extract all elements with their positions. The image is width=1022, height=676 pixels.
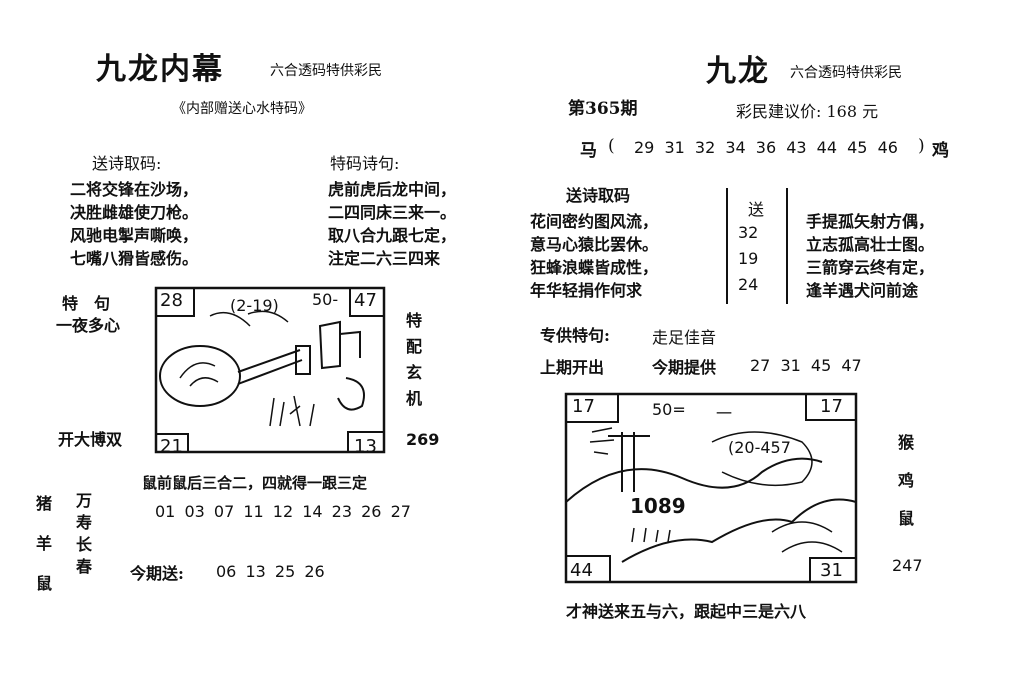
special-poem: 虎前虎后龙中间， 二四同床三来一。 取八合九跟七定， 注定二六三四来 (328, 178, 456, 270)
today-numbers: 06 13 25 26 (216, 562, 325, 581)
left-subtitle: 六合透码特供彩民 (270, 63, 382, 79)
send-poem-heading: 送诗取码: (92, 154, 162, 173)
right-corner-bl: 44 (570, 560, 593, 581)
rat-line: 鼠前鼠后三合二，四就得一跟三定 (142, 474, 368, 492)
longevity-char: 春 (76, 557, 93, 576)
zodiac-char: 猪 (36, 494, 53, 513)
send-poem-line: 决胜雌雄使刀枪。 (70, 203, 199, 222)
left-numbers: 01 03 07 11 12 14 23 26 27 (155, 502, 411, 521)
send-poem-line: 二将交锋在沙场， (70, 180, 199, 199)
right-special-text: 走足佳音 (652, 328, 717, 347)
horse-row-end: 鸡 (932, 141, 949, 161)
provide-numbers: 27 31 45 47 (750, 356, 862, 375)
special-poem-line: 注定二六三四来 (328, 249, 441, 268)
special-poem-line: 二四同床三来一。 (328, 203, 457, 222)
right-poem-left: 花间密约图风流， 意马心猿比罢休。 狂蜂浪蝶皆成性， 年华轻捐作何求 (530, 210, 658, 302)
horse-row-numbers: 29 31 32 34 36 43 44 45 46 (634, 138, 898, 157)
left-corner-br: 13 (354, 436, 377, 457)
horse-row-close: ) (918, 136, 925, 156)
poem-line: 年华轻捐作何求 (530, 281, 643, 300)
left-scribble-b: 50- (312, 290, 339, 309)
poem-line: 逢羊遇犬问前途 (806, 281, 919, 300)
special-poem-heading: 特码诗句: (330, 154, 400, 173)
send-box (726, 188, 788, 304)
longevity-char: 长 (76, 535, 93, 554)
poem-line: 立志孤高壮士图。 (806, 235, 935, 254)
right-subtitle: 六合透码特供彩民 (790, 65, 902, 81)
send-box-values: 32 19 24 (738, 220, 758, 298)
longevity-vertical: 万 寿 长 春 (76, 490, 92, 578)
poem-line: 手提孤矢射方偶， (806, 212, 935, 231)
right-scribble-b: 一 (716, 404, 733, 423)
send-value: 24 (738, 275, 759, 294)
right-corner-br: 31 (820, 560, 843, 581)
right-special-label: 专供特句: (540, 326, 610, 345)
right-corner-tr: 17 (820, 396, 843, 417)
left-title: 九龙内幕 (96, 52, 224, 87)
poem-line: 花间密约图风流， (530, 212, 659, 231)
bet-text: 开大博双 (58, 430, 123, 449)
mystery-vertical: 特 配 玄 机 (406, 308, 422, 412)
last-issue-label: 上期开出 (540, 358, 605, 377)
right-scribble-d: 1089 (630, 494, 686, 518)
left-scribble-a: (2-19) (230, 296, 279, 315)
right-title: 九龙 (706, 54, 770, 89)
left-hand-drawn-picture (154, 286, 386, 454)
mystery-char: 特 (406, 311, 423, 330)
left-zodiacs: 猪 羊 鼠 (36, 484, 52, 604)
mystery-char: 玄 (406, 363, 423, 382)
send-value: 19 (738, 249, 759, 268)
left-corner-tr: 47 (354, 290, 377, 311)
left-corner-bl: 21 (160, 436, 183, 457)
price: 彩民建议价: 168 元 (736, 102, 879, 121)
provide-label: 今期提供 (652, 358, 717, 377)
issue-number: 第365期 (568, 99, 638, 119)
zodiac-char: 羊 (36, 534, 53, 553)
special-phrase-heading: 特 句 (62, 294, 111, 313)
zodiac-char: 鼠 (898, 509, 915, 528)
horse-row-open: ( (608, 136, 615, 156)
mystery-number: 269 (406, 430, 440, 449)
poem-line: 三箭穿云终有定， (806, 258, 935, 277)
send-poem-line: 风驰电掣声嘶唤， (70, 226, 199, 245)
today-label: 今期送: (130, 564, 184, 583)
poem-line: 狂蜂浪蝶皆成性， (530, 258, 659, 277)
mystery-char: 配 (406, 337, 423, 356)
send-poem: 二将交锋在沙场， 决胜雌雄使刀枪。 风驰电掣声嘶唤， 七嘴八猾皆感伤。 (70, 178, 198, 270)
right-poem-heading: 送诗取码 (566, 186, 631, 205)
longevity-char: 寿 (76, 513, 93, 532)
right-zodiac-number: 247 (892, 556, 923, 575)
longevity-char: 万 (76, 491, 93, 510)
right-zodiacs: 猴 鸡 鼠 (898, 424, 914, 538)
send-box-label: 送 (748, 200, 765, 219)
left-tagline: 《内部赠送心水特码》 (172, 101, 312, 117)
left-corner-tl: 28 (160, 290, 183, 311)
right-scribble-a: 50= (652, 400, 686, 419)
special-phrase-text: 一夜多心 (56, 316, 121, 335)
zodiac-char: 鸡 (898, 471, 915, 490)
right-corner-tl: 17 (572, 396, 595, 417)
send-poem-line: 七嘴八猾皆感伤。 (70, 249, 199, 268)
zodiac-char: 鼠 (36, 574, 53, 593)
horse-row-start: 马 (580, 141, 597, 161)
special-poem-line: 虎前虎后龙中间， (328, 180, 457, 199)
right-scribble-c: (20-457 (728, 438, 791, 457)
right-poem-right: 手提孤矢射方偶， 立志孤高壮士图。 三箭穿云终有定， 逢羊遇犬问前途 (806, 210, 934, 302)
send-value: 32 (738, 223, 759, 242)
mystery-char: 机 (406, 389, 423, 408)
right-hand-drawn-picture (564, 392, 858, 584)
zodiac-char: 猴 (898, 433, 915, 452)
poem-line: 意马心猿比罢休。 (530, 235, 659, 254)
right-footer: 才神送来五与六，跟起中三是六八 (566, 602, 807, 621)
special-poem-line: 取八合九跟七定， (328, 226, 457, 245)
